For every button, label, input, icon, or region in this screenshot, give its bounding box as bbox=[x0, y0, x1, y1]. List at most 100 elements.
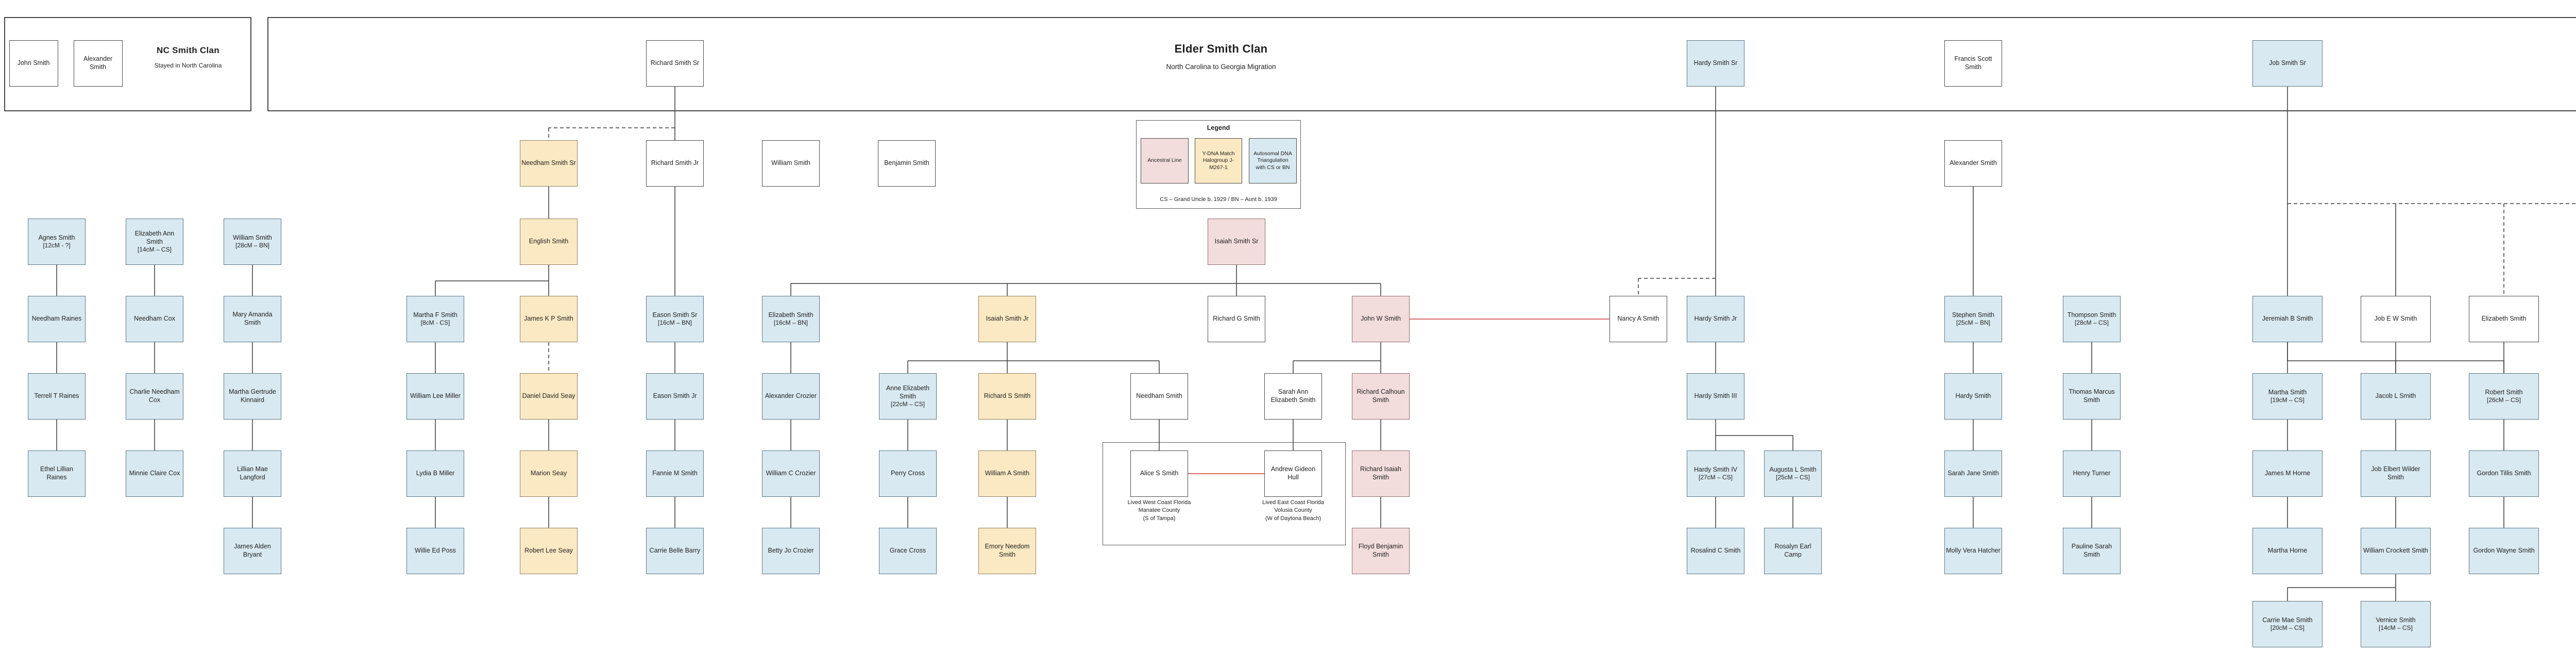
person-name: Ethel Lillian Raines bbox=[40, 465, 73, 481]
node-lydia-b-miller: Lydia B Miller bbox=[406, 450, 464, 497]
node-james-alden-bryant: James Alden Bryant bbox=[224, 528, 281, 574]
node-martha-smith-19: Martha Smith[19cM – CS] bbox=[2252, 373, 2323, 420]
person-name: Carrie Mae Smith bbox=[2262, 616, 2313, 624]
node-job-e-w-smith: Job E W Smith bbox=[2361, 296, 2431, 342]
node-fannie-m-smith: Fannie M Smith bbox=[646, 450, 704, 497]
node-terrell-t-raines: Terrell T Raines bbox=[28, 373, 86, 420]
node-agnes-smith: Agnes Smith[12cM - ?] bbox=[28, 219, 86, 265]
person-name: Robert Smith bbox=[2485, 388, 2523, 396]
person-name: English Smith bbox=[529, 238, 569, 245]
person-name: John W Smith bbox=[1361, 315, 1401, 323]
node-augusta-l-smith: Augusta L Smith[25cM – CS] bbox=[1764, 450, 1822, 497]
person-name: Willie Ed Poss bbox=[415, 547, 456, 555]
person-cm-value: [19cM – CS] bbox=[2270, 396, 2305, 404]
node-gordon-wayne-smith: Gordon Wayne Smith bbox=[2469, 528, 2539, 574]
person-name: Hardy Smith IV bbox=[1693, 465, 1738, 473]
person-cm-value: [8cM - CS] bbox=[420, 319, 450, 327]
elder-clan-title-block: Elder Smith Clan North Carolina to Georg… bbox=[1166, 42, 1276, 71]
person-name: Job E W Smith bbox=[2374, 315, 2417, 323]
node-elizabeth-ann-smith: Elizabeth Ann Smith[14cM – CS] bbox=[126, 219, 183, 265]
person-name: Marion Seay bbox=[530, 470, 567, 477]
node-richard-g-smith: Richard G Smith bbox=[1208, 296, 1265, 342]
person-name: James Alden Bryant bbox=[234, 543, 271, 558]
node-william-lee-miller: William Lee Miller bbox=[406, 373, 464, 420]
node-english-smith: English Smith bbox=[520, 219, 578, 265]
node-willie-ed-poss: Willie Ed Poss bbox=[406, 528, 464, 574]
person-name: Needham Raines bbox=[31, 315, 82, 323]
person-name: Gordon Wayne Smith bbox=[2473, 547, 2535, 555]
person-name: William Smith bbox=[771, 159, 810, 167]
person-name: Martha Smith bbox=[2268, 388, 2307, 396]
person-name: Thomas Marcus Smith bbox=[2069, 388, 2115, 404]
person-name: Hardy Smith Jr bbox=[1694, 315, 1737, 323]
person-name: Richard Isaiah Smith bbox=[1360, 465, 1401, 481]
node-elizabeth-smith-r: Elizabeth Smith bbox=[2469, 296, 2539, 342]
node-francis-scott-smith: Francis Scott Smith bbox=[1944, 40, 2002, 87]
elder-clan-subtitle: North Carolina to Georgia Migration bbox=[1166, 63, 1276, 71]
node-anne-elizabeth-smith: Anne Elizabeth Smith[22cM – CS] bbox=[879, 373, 937, 420]
person-name: Martha Horne bbox=[2267, 547, 2308, 555]
person-name: Lydia B Miller bbox=[416, 470, 455, 477]
node-richard-smith-jr: Richard Smith Jr bbox=[646, 140, 704, 187]
person-name: Sarah Ann Elizabeth Smith bbox=[1270, 388, 1316, 404]
person-name: Hardy Smith Sr bbox=[1693, 59, 1738, 67]
person-name: Thompson Smith bbox=[2067, 311, 2116, 319]
person-cm-value: [14cM – CS] bbox=[137, 246, 172, 254]
person-name: Gordon Tillis Smith bbox=[2477, 470, 2531, 477]
node-carrie-mae-smith: Carrie Mae Smith[20cM – CS] bbox=[2252, 601, 2323, 647]
node-needham-cox: Needham Cox bbox=[126, 296, 183, 342]
node-isaiah-smith-jr: Isaiah Smith Jr bbox=[978, 296, 1036, 342]
node-job-elbert-wilder-smith: Job Elbert Wilder Smith bbox=[2361, 450, 2431, 497]
person-cm-value: [16cM – BN] bbox=[773, 319, 808, 327]
node-alexander-smith-b: Alexander Smith bbox=[1944, 140, 2002, 187]
nc-clan-title-block: NC Smith Clan Stayed in North Carolina bbox=[155, 45, 222, 69]
node-sarah-ann-elizabeth-smith: Sarah Ann Elizabeth Smith bbox=[1264, 373, 1322, 420]
node-isaiah-smith-sr: Isaiah Smith Sr bbox=[1208, 219, 1265, 265]
node-needham-raines: Needham Raines bbox=[28, 296, 86, 342]
node-alexander-crozier: Alexander Crozier bbox=[762, 373, 820, 420]
person-name: James K P Smith bbox=[524, 315, 573, 323]
node-james-kp-smith: James K P Smith bbox=[520, 296, 578, 342]
node-martha-gertrude-kinnaird: Martha Gertrude Kinnaird bbox=[224, 373, 281, 420]
node-job-smith-sr: Job Smith Sr bbox=[2252, 40, 2323, 87]
person-name: Rosalyn Earl Camp bbox=[1774, 543, 1811, 558]
node-carrie-belle-barry: Carrie Belle Barry bbox=[646, 528, 704, 574]
node-betty-jo-crozier: Betty Jo Crozier bbox=[762, 528, 820, 574]
person-cm-value: [14cM – CS] bbox=[2378, 624, 2413, 632]
node-mary-amanda-smith: Mary Amanda Smith bbox=[224, 296, 281, 342]
node-john-smith-nc: John Smith bbox=[9, 40, 58, 87]
person-name: William Lee Miller bbox=[410, 392, 461, 400]
legend-title: Legend bbox=[1207, 124, 1230, 131]
person-name: Alice S Smith bbox=[1140, 470, 1179, 477]
person-name: Charlie Needham Cox bbox=[129, 388, 180, 404]
node-andrew-gideon-hull: Andrew Gideon Hull bbox=[1264, 450, 1322, 497]
node-william-crockett-smith: William Crockett Smith bbox=[2361, 528, 2431, 574]
person-cm-value: [12cM - ?] bbox=[43, 242, 71, 249]
person-name: Mary Amanda Smith bbox=[232, 311, 273, 326]
person-name: Elizabeth Smith bbox=[2481, 315, 2527, 323]
person-name: Martha Gertrude Kinnaird bbox=[229, 388, 276, 404]
person-name: Richard Smith Jr bbox=[651, 159, 699, 167]
node-richard-smith-sr: Richard Smith Sr bbox=[646, 40, 704, 87]
florida-note-east: Lived East Coast Florida Volusia County … bbox=[1262, 499, 1324, 522]
node-minnie-claire-cox: Minnie Claire Cox bbox=[126, 450, 183, 497]
person-name: Pauline Sarah Smith bbox=[2071, 543, 2112, 558]
person-name: Molly Vera Hatcher bbox=[1946, 547, 2001, 555]
person-name: Eason Smith Sr bbox=[652, 311, 698, 319]
person-name: Fannie M Smith bbox=[652, 470, 698, 477]
node-james-m-horne: James M Horne bbox=[2252, 450, 2323, 497]
node-eason-smith-jr: Eason Smith Jr bbox=[646, 373, 704, 420]
node-alexander-smith-nc: Alexander Smith bbox=[73, 40, 123, 87]
legend-caption: CS – Grand Uncle b. 1929 / BN – Aunt b. … bbox=[1160, 196, 1277, 203]
person-name: Vernice Smith bbox=[2376, 616, 2416, 624]
person-name: Sarah Jane Smith bbox=[1947, 470, 1999, 477]
node-john-w-smith: John W Smith bbox=[1352, 296, 1410, 342]
person-name: Alexander Smith bbox=[83, 55, 113, 71]
person-name: William Smith bbox=[233, 233, 272, 241]
person-name: Needham Smith Sr bbox=[521, 159, 576, 167]
person-name: Robert Lee Seay bbox=[524, 547, 573, 555]
person-name: Isaiah Smith Jr bbox=[986, 315, 1029, 323]
person-name: Elizabeth Smith bbox=[768, 311, 814, 319]
person-name: Henry Turner bbox=[2073, 470, 2111, 477]
node-martha-f-smith: Martha F Smith[8cM - CS] bbox=[406, 296, 464, 342]
